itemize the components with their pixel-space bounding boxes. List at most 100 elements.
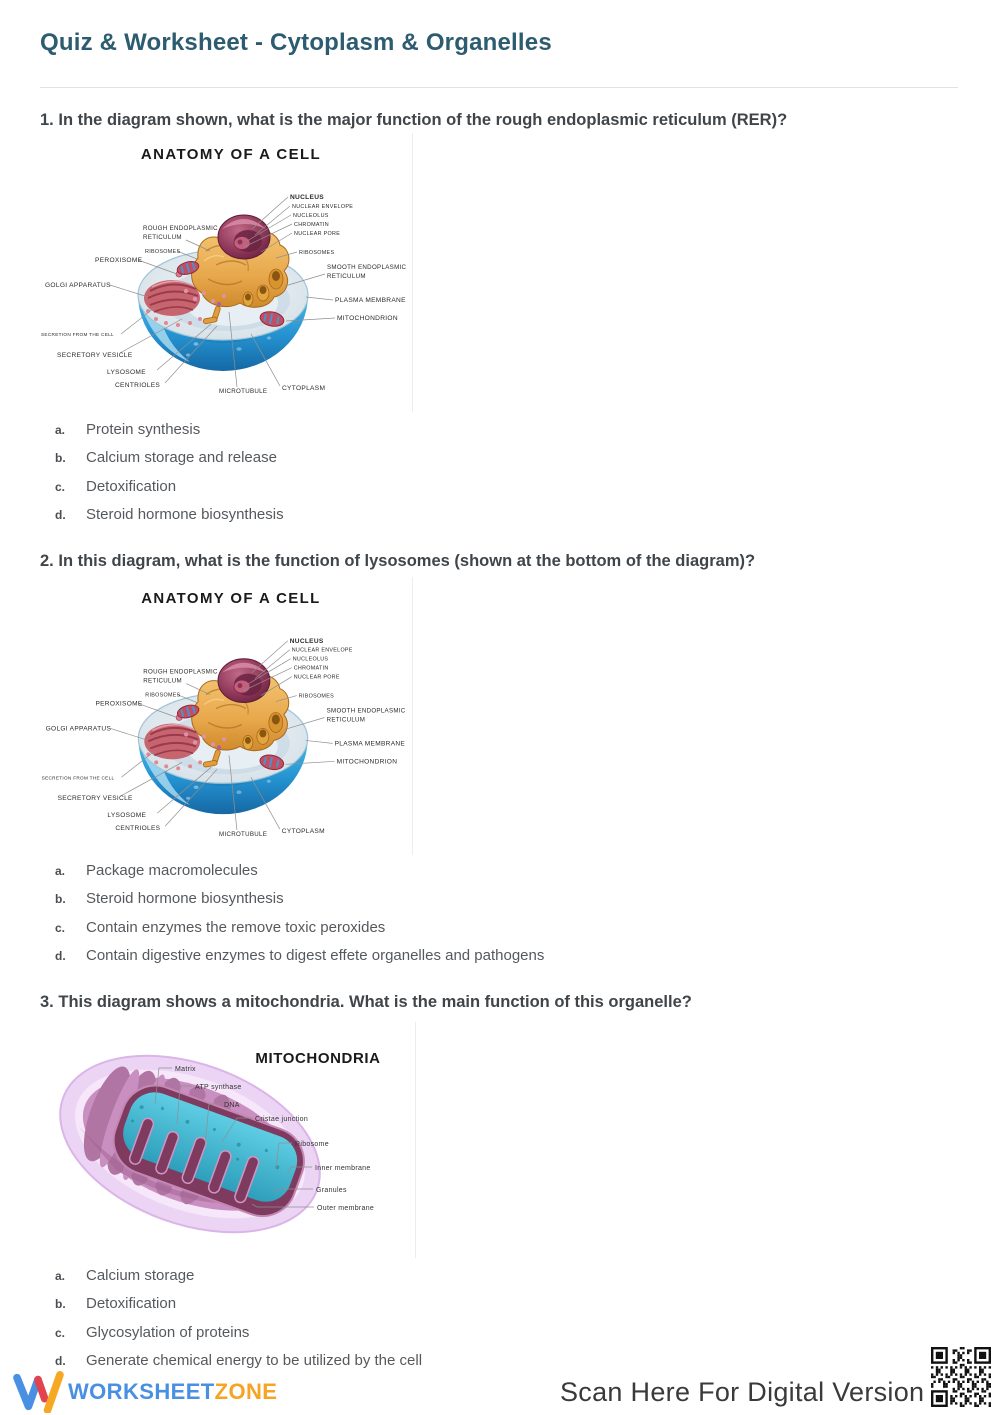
choice-letter: d. <box>55 1354 66 1369</box>
choice-text: Protein synthesis <box>86 421 201 438</box>
choice-row[interactable]: c. Glycosylation of proteins <box>55 1324 422 1352</box>
choice-letter: c. <box>55 1325 66 1340</box>
svg-text:CENTRIOLES: CENTRIOLES <box>115 382 160 389</box>
title-divider <box>40 87 958 88</box>
choice-text: Package macromolecules <box>86 862 258 879</box>
svg-text:PLASMA MEMBRANE: PLASMA MEMBRANE <box>335 297 406 304</box>
choice-text: Steroid hormone biosynthesis <box>86 506 284 524</box>
svg-text:Granules: Granules <box>316 1187 347 1194</box>
choice-row[interactable]: d.Steroid hormone biosynthesis <box>55 506 284 534</box>
question-2-text: In this diagram, what is the function of… <box>58 552 756 570</box>
cell-anatomy-illustration: ANATOMY OF A CELL NUCLEUS NUCLEAR ENVELOP… <box>41 146 407 395</box>
question-2-choices: a. Package macromolecules b. Steroid hormo… <box>55 862 544 976</box>
svg-text:NUCLEAR PORE: NUCLEAR PORE <box>294 231 340 237</box>
question-2: 2. In this diagram, what is the function… <box>40 551 960 571</box>
choice-row[interactable]: d.Contain digestive enzymes to digest ef… <box>55 947 544 975</box>
worksheet-zone-logo[interactable]: WORKSHEETZONE <box>12 1371 277 1413</box>
worksheet-zone-w-icon <box>13 1371 64 1413</box>
svg-text:Outer membrane: Outer membrane <box>317 1205 374 1212</box>
svg-text:MICROTUBULE: MICROTUBULE <box>219 388 267 395</box>
choice-letter: c. <box>55 479 66 494</box>
choice-row[interactable]: c.Contain enzymes the remove toxic perox… <box>55 919 544 947</box>
svg-text:GOLGI APPARATUS: GOLGI APPARATUS <box>45 282 111 289</box>
svg-text:CYTOPLASM: CYTOPLASM <box>282 828 325 835</box>
choice-letter: a. <box>55 864 66 878</box>
choice-letter: d. <box>55 949 66 964</box>
cell-diagram-title: ANATOMY OF A CELL <box>141 590 320 607</box>
svg-text:RIBOSOMES: RIBOSOMES <box>145 249 180 255</box>
svg-text:MICROTUBULE: MICROTUBULE <box>219 831 267 838</box>
choice-text: Contain enzymes the remove toxic peroxid… <box>86 918 386 936</box>
svg-text:Cristae junction: Cristae junction <box>255 1116 308 1123</box>
svg-text:RIBOSOMES: RIBOSOMES <box>299 694 334 700</box>
svg-text:NUCLEAR ENVELOPE: NUCLEAR ENVELOPE <box>292 204 353 210</box>
svg-text:CENTRIOLES: CENTRIOLES <box>115 825 160 832</box>
svg-text:PEROXISOME: PEROXISOME <box>95 701 142 708</box>
choice-text: Detoxification <box>86 477 177 495</box>
question-1-choices: a. Protein synthesis b. Calcium storage an… <box>55 421 284 535</box>
svg-text:MITOCHONDRION: MITOCHONDRION <box>337 315 398 322</box>
svg-text:SECRETORY VESICLE: SECRETORY VESICLE <box>58 795 133 802</box>
svg-text:DNA: DNA <box>224 1102 240 1109</box>
svg-text:LYSOSOME: LYSOSOME <box>107 812 146 819</box>
question-3-choices: a.Calcium storage b.Detoxification c. Gly… <box>55 1267 422 1381</box>
svg-text:SECRETORY VESICLE: SECRETORY VESICLE <box>57 352 133 359</box>
svg-text:NUCLEAR ENVELOPE: NUCLEAR ENVELOPE <box>292 648 353 654</box>
question-3-number: 3. <box>40 993 54 1011</box>
mitochondria-diagram-title: MITOCHONDRIA <box>255 1050 380 1067</box>
choice-row[interactable]: c. Detoxification <box>55 478 284 506</box>
choice-text: Generate chemical energy to be utilized … <box>86 1352 423 1370</box>
logo-text-worksheet: WORKSHEET <box>68 1379 215 1404</box>
svg-text:SECRETION FROM THE CELL: SECRETION FROM THE CELL <box>41 332 114 337</box>
choice-letter: a. <box>55 1269 66 1283</box>
question-1-text: In the diagram shown, what is the major … <box>58 111 788 129</box>
choice-text: Calcium storage and release <box>86 449 277 467</box>
svg-text:ATP synthase: ATP synthase <box>195 1084 242 1091</box>
choice-letter: b. <box>55 892 66 907</box>
choice-row[interactable]: b. Steroid hormone biosynthesis <box>55 890 544 918</box>
svg-text:SECRETION FROM THE CELL: SECRETION FROM THE CELL <box>42 775 115 780</box>
svg-text:Inner membrane: Inner membrane <box>315 1165 371 1172</box>
choice-text: Glycosylation of proteins <box>86 1323 250 1341</box>
qr-code-pattern <box>931 1347 991 1407</box>
choice-row[interactable]: a.Calcium storage <box>55 1267 422 1295</box>
cell-diagram-title: ANATOMY OF A CELL <box>141 146 321 163</box>
logo-wordmark: WORKSHEETZONE <box>68 1379 277 1405</box>
svg-text:PEROXISOME: PEROXISOME <box>95 257 143 264</box>
question-2-number: 2. <box>40 552 54 570</box>
choice-row[interactable]: d. Generate chemical energy to be utilize… <box>55 1352 422 1380</box>
cell-anatomy-diagram-1: ANATOMY OF A CELL NUCLEUS NUCLEAR ENVELOP… <box>38 133 413 412</box>
choice-letter: a. <box>55 423 66 437</box>
choice-letter: b. <box>55 1297 66 1312</box>
svg-text:MITOCHONDRION: MITOCHONDRION <box>337 758 398 765</box>
svg-text:RIBOSOMES: RIBOSOMES <box>145 693 180 699</box>
svg-text:NUCLEUS: NUCLEUS <box>290 194 324 201</box>
page-title: Quiz & Worksheet - Cytoplasm & Organelle… <box>40 29 552 56</box>
choice-letter: b. <box>55 451 66 466</box>
svg-text:NUCLEOLUS: NUCLEOLUS <box>293 213 329 219</box>
svg-text:Matrix: Matrix <box>175 1066 196 1073</box>
svg-text:GOLGI APPARATUS: GOLGI APPARATUS <box>46 725 112 732</box>
scan-here-text: Scan Here For Digital Version <box>560 1377 925 1407</box>
choice-row[interactable]: a. Package macromolecules <box>55 862 544 890</box>
choice-row[interactable]: a. Protein synthesis <box>55 421 284 449</box>
choice-text: Steroid hormone biosynthesis <box>86 890 284 908</box>
question-3-text: This diagram shows a mitochondria. What … <box>58 993 692 1011</box>
svg-text:Ribosome: Ribosome <box>295 1141 329 1148</box>
qr-code <box>930 1346 994 1410</box>
choice-row[interactable]: b.Detoxification <box>55 1295 422 1323</box>
question-1: 1. In the diagram shown, what is the maj… <box>40 110 960 130</box>
choice-row[interactable]: b. Calcium storage and release <box>55 449 284 477</box>
svg-text:RIBOSOMES: RIBOSOMES <box>299 250 334 256</box>
question-3: 3. This diagram shows a mitochondria. Wh… <box>40 992 960 1012</box>
